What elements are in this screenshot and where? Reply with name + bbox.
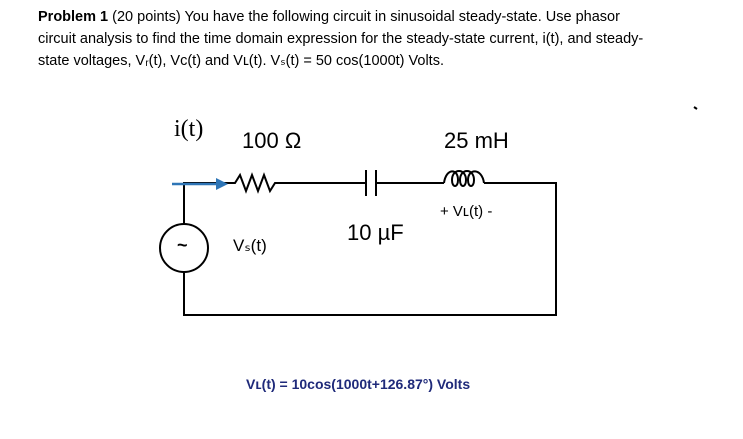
capacitor-label: 10 µF <box>347 220 404 245</box>
inductor-voltage-label: + Vʟ(t) - <box>440 203 493 220</box>
voltage-source-symbol <box>159 223 209 273</box>
resistor-label: 100 Ω <box>242 128 302 153</box>
ac-source-icon: ~ <box>177 235 188 255</box>
capacitor-symbol <box>365 170 377 196</box>
source-label: Vₛ(t) <box>233 236 267 255</box>
wire-top-left <box>183 182 225 224</box>
problem-heading: Problem 1 <box>38 9 109 25</box>
problem-points: (20 points) <box>112 9 181 25</box>
current-arrow-icon <box>172 178 228 190</box>
wire-right <box>183 182 557 316</box>
problem-text-line3: state voltages, Vᵣ(t), Vᴄ(t) and Vʟ(t). … <box>38 53 444 69</box>
problem-text-line2: circuit analysis to find the time domain… <box>38 31 644 47</box>
inductor-label: 25 mH <box>444 128 509 153</box>
resistor-symbol <box>225 172 296 194</box>
problem-statement: Problem 1 (20 points) You have the follo… <box>38 6 718 72</box>
problem-text-line1: You have the following circuit in sinuso… <box>184 9 620 25</box>
current-label: i(t) <box>174 116 204 142</box>
answer-text: Vʟ(t) = 10cos(1000t+126.87°) Volts <box>246 376 471 392</box>
stray-mark <box>693 106 698 110</box>
inductor-symbol <box>443 170 485 187</box>
